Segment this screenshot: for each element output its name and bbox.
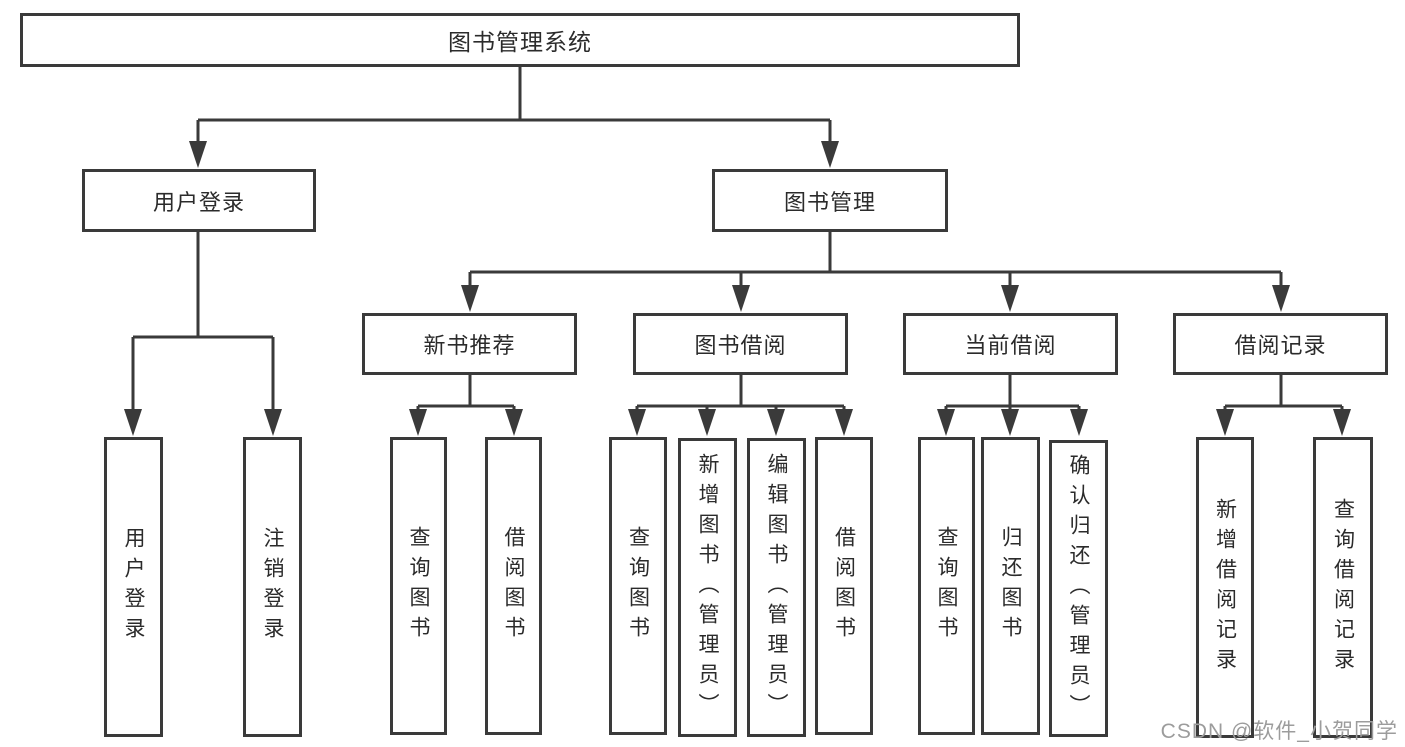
- arrow-down-icon: [767, 409, 785, 436]
- node-user-login: 用户登录: [82, 169, 316, 232]
- arrow-down-icon: [732, 285, 750, 312]
- leaf-add-borrow-record-label: 新增借阅记录: [1213, 497, 1237, 678]
- leaf-query-borrow-record-label: 查询借阅记录: [1331, 497, 1355, 678]
- leaf-query-books-current-label: 查询图书: [935, 526, 958, 646]
- borrowing-records-connector: [1216, 375, 1351, 436]
- arrow-down-icon: [1333, 409, 1351, 436]
- node-root-label: 图书管理系统: [448, 29, 592, 55]
- arrow-down-icon: [264, 409, 282, 436]
- book-borrowing-connector: [628, 375, 853, 436]
- leaf-edit-books-admin-label: 编辑图书（管理员）: [765, 452, 788, 723]
- leaf-borrow-books-recommend-label: 借阅图书: [502, 526, 525, 646]
- node-current-borrowing-label: 当前借阅: [964, 333, 1057, 358]
- current-borrowing-connector: [937, 375, 1088, 436]
- new-book-recommendation-connector: [409, 375, 523, 436]
- arrow-down-icon: [937, 409, 955, 436]
- node-root: 图书管理系统: [20, 13, 1020, 67]
- leaf-confirm-return-admin-label: 确认归还（管理员）: [1067, 453, 1090, 724]
- arrow-down-icon: [835, 409, 853, 436]
- root-connector: [189, 66, 839, 168]
- leaf-query-borrow-record: 查询借阅记录: [1313, 437, 1373, 738]
- leaf-add-books-admin-label: 新增图书（管理员）: [696, 452, 719, 723]
- user-login-connector: [124, 232, 282, 436]
- node-borrowing-records-label: 借阅记录: [1234, 333, 1327, 358]
- node-book-management: 图书管理: [712, 169, 948, 232]
- leaf-query-books-borrowing: 查询图书: [609, 437, 667, 735]
- node-book-borrowing-label: 图书借阅: [694, 333, 787, 358]
- leaf-user-login: 用户登录: [104, 437, 163, 737]
- arrow-down-icon: [1216, 409, 1234, 436]
- leaf-add-books-admin: 新增图书（管理员）: [678, 438, 737, 737]
- leaf-confirm-return-admin: 确认归还（管理员）: [1049, 440, 1108, 737]
- arrow-down-icon: [461, 285, 479, 312]
- leaf-borrow-books-borrowing: 借阅图书: [815, 437, 873, 735]
- leaf-return-books-label: 归还图书: [999, 526, 1022, 646]
- arrow-down-icon: [821, 141, 839, 168]
- leaf-return-books: 归还图书: [981, 437, 1040, 735]
- leaf-edit-books-admin: 编辑图书（管理员）: [747, 438, 806, 737]
- arrow-down-icon: [124, 409, 142, 436]
- arrow-down-icon: [505, 409, 523, 436]
- arrow-down-icon: [1070, 409, 1088, 436]
- leaf-logout-label: 注销登录: [261, 527, 284, 647]
- node-new-book-recommendation: 新书推荐: [362, 313, 577, 375]
- arrow-down-icon: [628, 409, 646, 436]
- node-new-book-recommendation-label: 新书推荐: [423, 333, 516, 358]
- arrow-down-icon: [1272, 285, 1290, 312]
- arrow-down-icon: [189, 141, 207, 168]
- leaf-borrow-books-recommend: 借阅图书: [485, 437, 542, 735]
- node-user-login-label: 用户登录: [152, 189, 245, 215]
- leaf-query-books-borrowing-label: 查询图书: [626, 526, 650, 646]
- leaf-user-login-label: 用户登录: [122, 527, 145, 647]
- leaf-query-books-recommend-label: 查询图书: [407, 526, 430, 646]
- arrow-down-icon: [1001, 285, 1019, 312]
- arrow-down-icon: [698, 409, 716, 436]
- node-current-borrowing: 当前借阅: [903, 313, 1118, 375]
- watermark: CSDN @软件_小贺同学: [1160, 720, 1398, 743]
- leaf-borrow-books-borrowing-label: 借阅图书: [832, 526, 856, 646]
- arrow-down-icon: [1001, 409, 1019, 436]
- node-book-management-label: 图书管理: [783, 189, 876, 215]
- book-management-connector: [461, 232, 1290, 312]
- leaf-logout: 注销登录: [243, 437, 302, 737]
- leaf-add-borrow-record: 新增借阅记录: [1196, 437, 1254, 738]
- leaf-query-books-current: 查询图书: [918, 437, 975, 735]
- node-book-borrowing: 图书借阅: [633, 313, 848, 375]
- leaf-query-books-recommend: 查询图书: [390, 437, 447, 735]
- arrow-down-icon: [409, 409, 427, 436]
- node-borrowing-records: 借阅记录: [1173, 313, 1388, 375]
